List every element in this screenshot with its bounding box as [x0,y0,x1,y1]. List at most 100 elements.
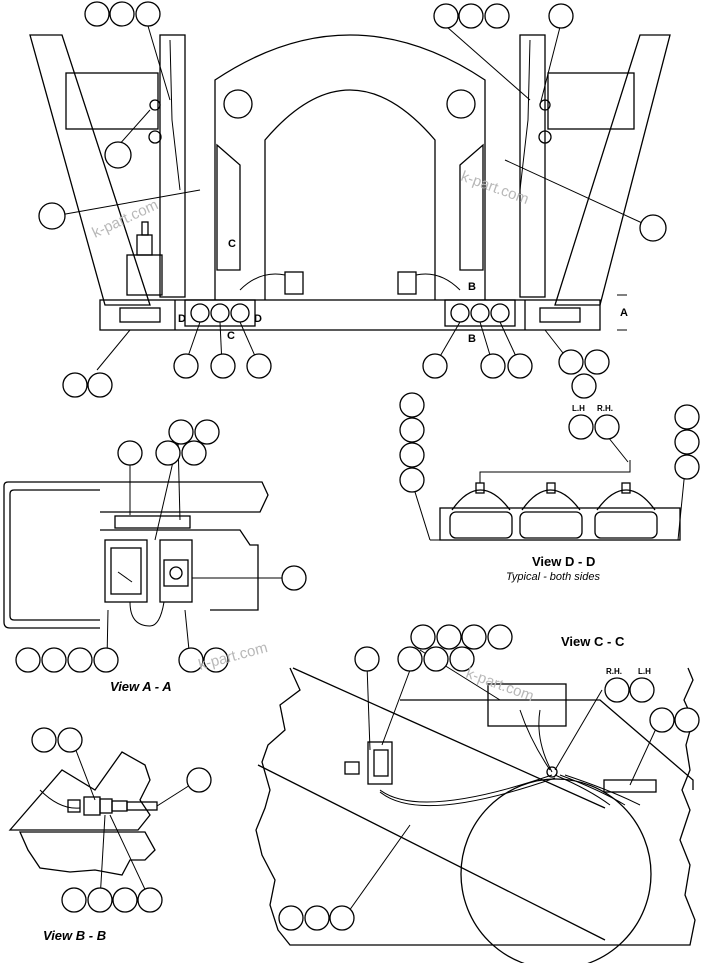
view-c-switch-box [487,683,567,727]
callout-balloon [178,647,204,673]
callout-balloon [203,647,229,673]
callout-balloon [399,442,425,468]
label-lh: L.H [572,404,585,413]
callout-balloon [399,392,425,418]
callout-balloon [354,646,380,672]
callout-balloon [181,440,207,466]
callout-balloon [104,141,132,169]
callout-balloon [246,353,272,379]
arch-hole-left [223,89,253,119]
callout-balloon [84,1,110,27]
callout-balloon [568,414,594,440]
watermark-4: k-part.com [464,665,536,705]
callout-balloon [639,214,667,242]
callout-balloon [422,353,448,379]
left-arch-brace [216,143,241,271]
callout-balloon [61,887,87,913]
arch-inner [264,89,436,300]
callout-balloon [604,677,630,703]
callout-balloon [278,905,304,931]
view-c-switch [367,741,393,785]
callout-balloon [304,905,330,931]
left-frame-slot [119,307,161,323]
callout-balloon [31,727,57,753]
view-c-title: View C - C [561,634,625,649]
callout-balloon [329,905,355,931]
left-flasher [284,271,304,295]
callout-balloon [38,202,66,230]
callout-balloon [487,624,513,650]
callout-balloon [155,440,181,466]
callout-balloon [674,429,700,455]
callout-balloon [62,372,88,398]
callout-balloon [480,353,506,379]
callout-balloon [87,372,113,398]
callout-balloon [67,647,93,673]
callout-balloon [674,404,700,430]
view-d-subtitle: Typical - both sides [506,571,600,583]
lamp-dome-1 [451,489,511,511]
view-b-plate [8,751,151,831]
view-c-cylinder [460,778,652,963]
base-frame [99,299,601,331]
callout-balloon [117,440,143,466]
marker-d-right: D [254,313,262,325]
callout-balloon [458,3,484,29]
marker-c-bottom: C [227,330,235,342]
callout-balloon [410,624,436,650]
callout-balloon [210,353,236,379]
view-a-a: View A - A [3,419,307,694]
watermark-3: k-part.com [197,639,270,674]
callout-balloon [281,565,307,591]
callout-balloon [433,3,459,29]
view-c-c: View C - C R.H. L.H [255,624,700,963]
arch-hole-right [446,89,476,119]
callout-balloon [93,647,119,673]
main-rear-view: C D D C B B A [29,1,671,399]
view-b-title: View B - B [43,928,106,943]
right-fender [554,34,671,306]
view-c-border [255,667,696,946]
callout-balloon [57,727,83,753]
mount-plate [114,515,191,529]
callout-balloon [558,349,584,375]
callout-balloon [461,624,487,650]
marker-b-bottom: B [468,333,476,345]
callout-balloon [674,707,700,733]
lamp-dome-3 [596,489,656,511]
callout-balloon [629,677,655,703]
callout-balloon [507,353,533,379]
callout-balloon [436,624,462,650]
callout-balloon [173,353,199,379]
callout-balloon [137,887,163,913]
right-arch-brace [459,143,484,271]
view-c-terminal [603,779,657,793]
marker-c-top: C [228,238,236,250]
callout-balloon [135,1,161,27]
leader-lines [71,739,199,901]
callout-balloon [449,646,475,672]
arch-outer [214,34,486,300]
view-a-frame-outer [3,481,100,629]
left-fender [29,34,151,306]
view-b-b: View B - B [8,727,212,943]
view-a-title: View A - A [110,679,172,694]
right-flasher [397,271,417,295]
view-d-title: View D - D [532,554,595,569]
callout-balloon [41,647,67,673]
right-light-box [547,72,635,130]
callout-balloon [571,373,597,399]
callout-balloon [399,467,425,493]
callout-balloon [423,646,449,672]
callout-balloon [109,1,135,27]
callout-balloon [168,419,194,445]
left-light-box [65,72,159,130]
lamp-dome-2 [521,489,581,511]
callout-balloon [15,647,41,673]
callout-balloon [594,414,620,440]
lamp-bar [439,507,681,541]
switch-right [159,539,193,603]
marker-d-left: D [178,313,186,325]
